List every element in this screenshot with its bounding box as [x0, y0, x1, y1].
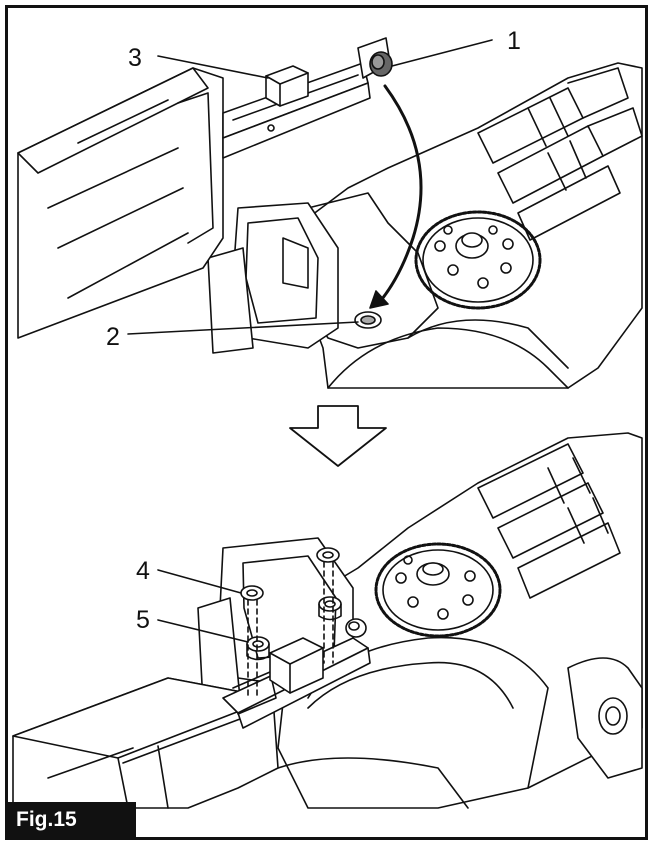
mount-hole-2	[354, 311, 382, 329]
leader-line-5	[157, 619, 249, 643]
leader-line-4	[157, 569, 242, 594]
leader-line-2	[127, 321, 359, 335]
diagram-art: 1 2 3 4 5	[12, 27, 643, 809]
guide-bar-rail-top	[222, 37, 391, 159]
bottom-panel	[12, 432, 643, 809]
leader-line-3	[157, 55, 269, 79]
callout-5: 5	[136, 606, 150, 634]
top-panel	[17, 37, 643, 389]
washer-4-left	[240, 585, 264, 601]
figure-label: Fig.15	[8, 802, 136, 837]
insert-arrow	[376, 84, 423, 306]
figure-frame: 1 2 3 4 5 Fig.15	[5, 5, 648, 840]
machine-body-top	[297, 62, 643, 389]
callout-4: 4	[136, 557, 150, 585]
clamp-block-3	[265, 65, 309, 107]
cooling-fins-bottom	[477, 443, 621, 599]
clamp-block-bottom	[269, 637, 324, 694]
washer-4-right	[316, 547, 340, 563]
nut-5-left	[246, 636, 270, 661]
leader-line-1	[391, 39, 493, 67]
pin-1	[369, 51, 393, 77]
gear-bottom	[374, 542, 502, 638]
guide-bar-sheath-top	[17, 67, 224, 339]
callout-3: 3	[128, 44, 142, 72]
gear-top	[414, 210, 542, 310]
callout-2: 2	[106, 323, 120, 351]
alignment-lines	[247, 561, 334, 699]
callout-1: 1	[507, 27, 521, 55]
down-arrow-icon	[289, 405, 387, 467]
